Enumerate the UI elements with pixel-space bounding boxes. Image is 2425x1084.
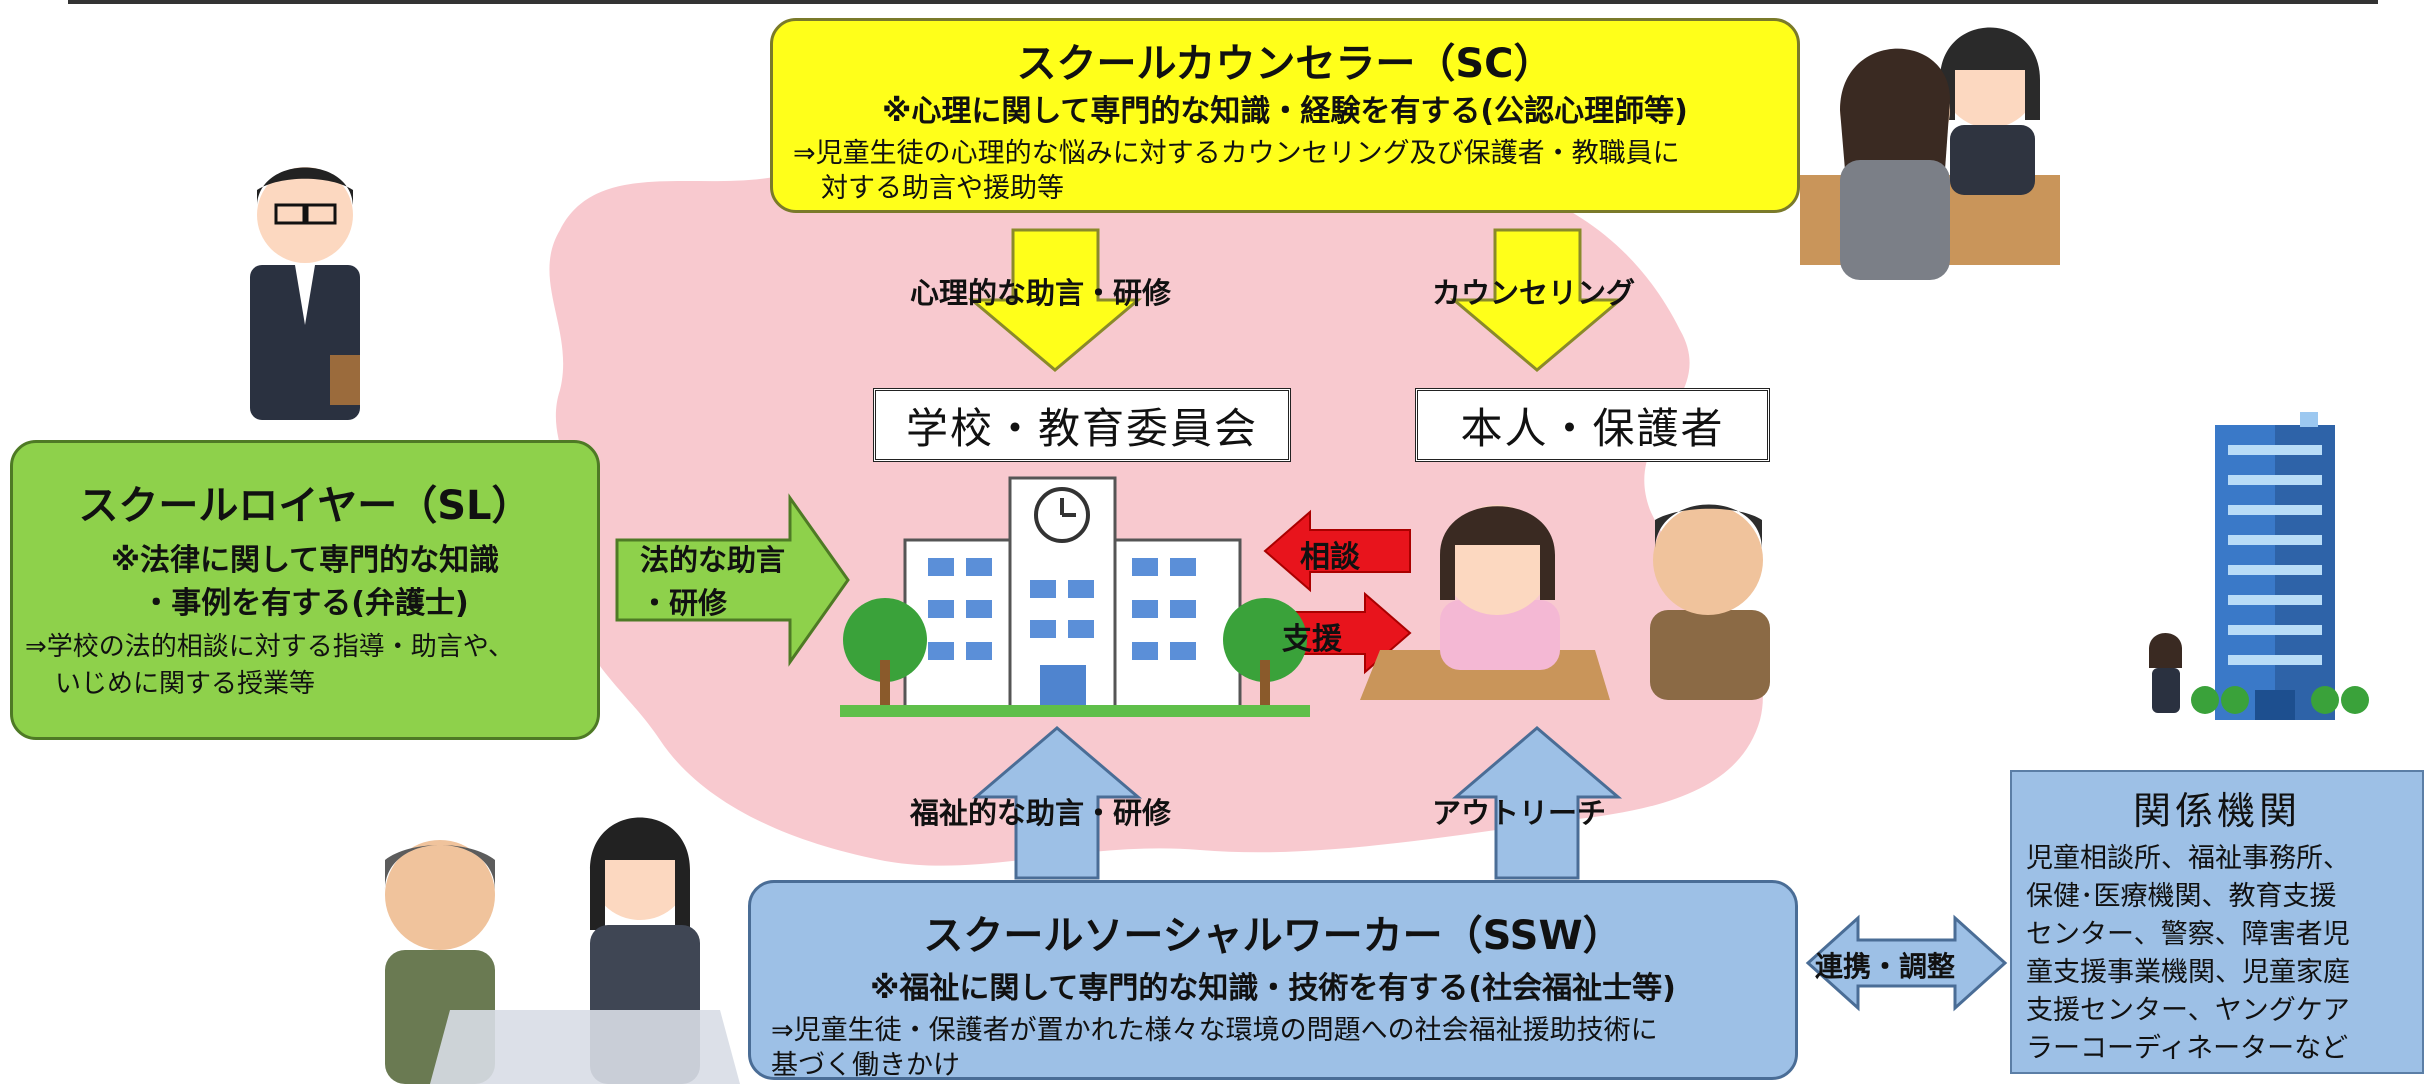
sl-title: スクールロイヤー（SL） — [78, 483, 532, 529]
ssw-description-line-1: ⇒児童生徒・保護者が置かれた様々な環境の問題への社会福祉援助技術に — [771, 1015, 1658, 1046]
school-counselor-box: スクールカウンセラー（SC） ※心理に関して専門的な知識・経験を有する(公認心理… — [770, 18, 1800, 213]
office-building-illustration — [2149, 412, 2369, 720]
related-line: 童支援事業機関、児童家庭 — [2026, 957, 2350, 988]
psych-advice-label: 心理的な助言・研修 — [910, 276, 1172, 310]
counseling-label: カウンセリング — [1432, 276, 1636, 310]
related-line: ラーコーディネーターなど — [2026, 1033, 2349, 1064]
school-building-illustration — [840, 476, 1310, 717]
school-lawyer-box: スクールロイヤー（SL） ※法律に関して専門的な知識 ・事例を有する(弁護士) … — [10, 440, 600, 740]
related-organizations-box: 関係機関 児童相談所、福祉事務所、 保健･医療機関、教育支援 センター、警察、障… — [2010, 770, 2424, 1074]
welfare-advice-arrow — [971, 726, 1143, 880]
legal-advice-arrow — [615, 493, 850, 667]
related-line: センター、警察、障害者児 — [2026, 919, 2350, 950]
consult-label: 相談 — [1300, 540, 1360, 575]
school-social-worker-box: スクールソーシャルワーカー（SSW） ※福祉に関して専門的な知識・技術を有する(… — [748, 880, 1798, 1081]
sl-qualification-line-2: ・事例を有する(弁護士) — [141, 586, 469, 621]
counseling-session-illustration — [1800, 27, 2060, 280]
top-rule — [68, 0, 2378, 4]
legal-advice-label-2: ・研修 — [640, 586, 728, 620]
sl-description-line-1: ⇒学校の法的相談に対する指導・助言や、 — [25, 632, 515, 662]
sc-title: スクールカウンセラー（SC） — [1016, 41, 1554, 87]
coordination-arrow — [1805, 914, 2008, 1012]
sl-description-line-2: いじめに関する授業等 — [55, 669, 316, 699]
sl-qualification-line-1: ※法律に関して専門的な知識 — [110, 543, 500, 578]
ssw-title: スクールソーシャルワーカー（SSW） — [923, 913, 1623, 959]
sc-qualification: ※心理に関して専門的な知識・経験を有する(公認心理師等) — [882, 94, 1688, 129]
related-line: 保健･医療機関、教育支援 — [2026, 881, 2337, 912]
sc-description-line-2: 対する助言や援助等 — [821, 173, 1064, 204]
student-parent-illustration — [1360, 504, 1770, 700]
support-label: 支援 — [1282, 622, 1342, 657]
related-title: 関係機関 — [2132, 789, 2301, 833]
coordination-label: 連携・調整 — [1815, 950, 1956, 983]
related-organization-list: 児童相談所、福祉事務所、 保健･医療機関、教育支援 センター、警察、障害者児 童… — [2026, 840, 2350, 1068]
ssw-qualification: ※福祉に関して専門的な知識・技術を有する(社会福祉士等) — [870, 971, 1676, 1006]
welfare-advice-label: 福祉的な助言・研修 — [910, 796, 1172, 830]
outreach-arrow — [1451, 726, 1623, 880]
consult-arrow — [1263, 509, 1411, 593]
counseling-arrow — [1449, 228, 1625, 372]
student-guardian-node: 本人・保護者 — [1415, 388, 1770, 462]
sc-description-line-1: ⇒児童生徒の心理的な悩みに対するカウンセリング及び保護者・教職員に — [793, 138, 1680, 169]
outreach-label: アウトリーチ — [1432, 796, 1607, 830]
ssw-description-line-2: 基づく働きかけ — [771, 1050, 960, 1081]
lawyer-illustration — [250, 167, 360, 420]
school-board-node: 学校・教育委員会 — [873, 388, 1291, 462]
related-line: 児童相談所、福祉事務所、 — [2026, 843, 2350, 874]
social-worker-meeting-illustration — [385, 817, 740, 1084]
related-line: 支援センター、ヤングケア — [2026, 995, 2350, 1026]
psych-advice-arrow — [967, 228, 1143, 372]
legal-advice-label-1: 法的な助言 — [640, 543, 786, 577]
